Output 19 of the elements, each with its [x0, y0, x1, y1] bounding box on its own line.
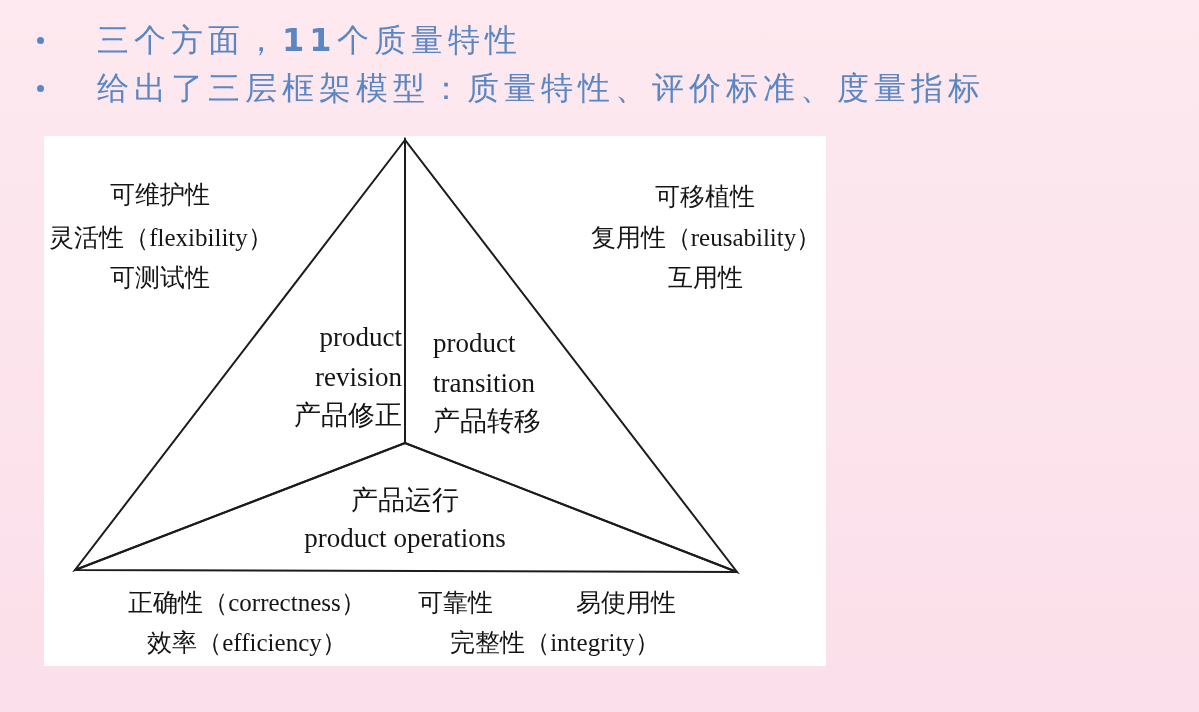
- quality-attribute: 效率（efficiency）: [147, 628, 347, 658]
- quality-attribute: 可测试性: [110, 263, 210, 293]
- bullet-text: 三个方面，11个质量特性: [97, 20, 522, 60]
- quality-attribute: 可靠性: [417, 588, 493, 618]
- quality-attribute: 完整性（integrity）: [450, 628, 660, 658]
- bullet-text: 给出了三层框架模型：质量特性、评价标准、度量指标: [97, 68, 985, 108]
- quality-attribute: 正确性（correctness）: [128, 588, 366, 618]
- section-label: 产品转移: [433, 405, 541, 438]
- quality-attribute: 可维护性: [110, 180, 210, 210]
- section-label: product transition: [433, 327, 536, 400]
- section-label: product revision: [314, 321, 402, 394]
- quality-attribute: 灵活性（flexibility）: [49, 223, 273, 253]
- quality-attribute: 可移植性: [655, 182, 755, 212]
- quality-attribute: 互用性: [667, 263, 743, 293]
- section-label: 产品修正: [294, 399, 402, 432]
- section-label: product operations: [304, 522, 506, 555]
- section-label: 产品运行: [351, 484, 459, 517]
- quality-attribute: 复用性（reusability）: [590, 223, 822, 253]
- quality-attribute: 易使用性: [576, 588, 676, 618]
